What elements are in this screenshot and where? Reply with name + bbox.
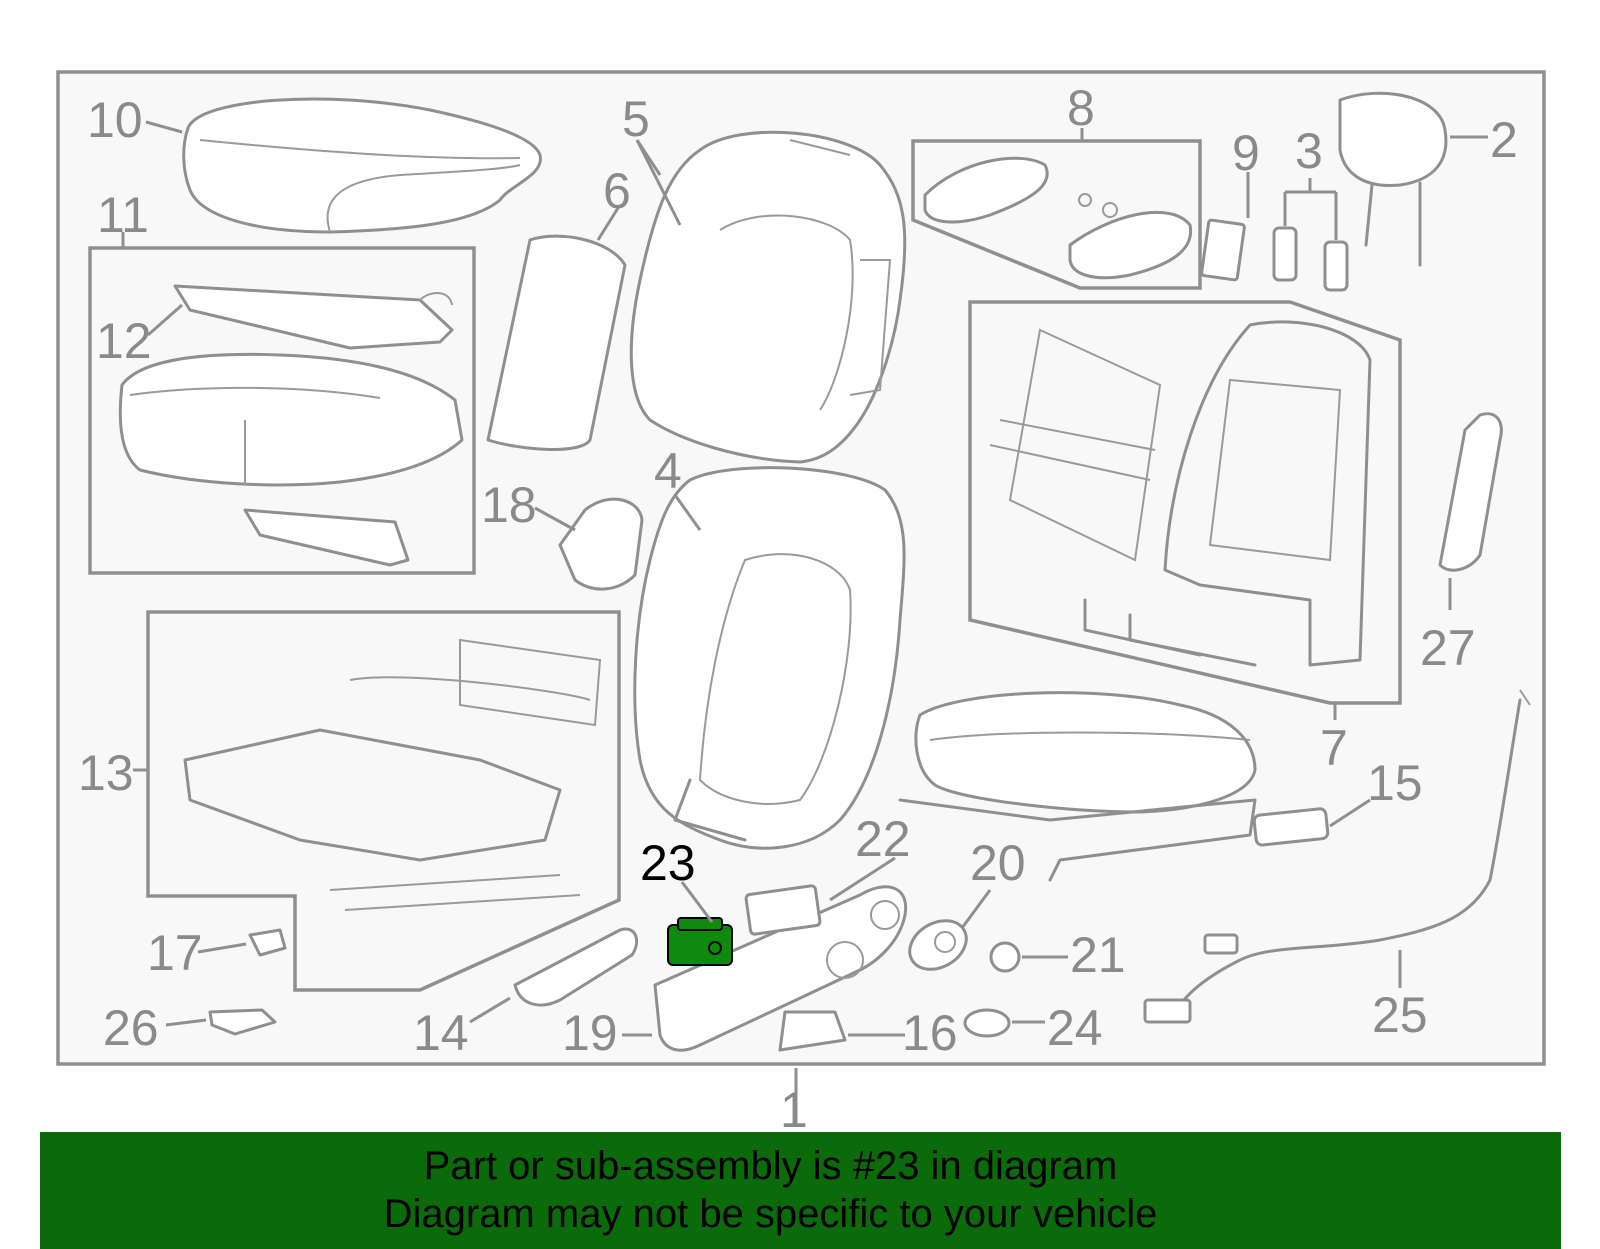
part-2-headrest — [1338, 91, 1448, 267]
box-8 — [911, 139, 1202, 290]
callout-11: 11 — [97, 187, 149, 243]
callout-22: 22 — [855, 811, 911, 867]
part-26 — [208, 1008, 277, 1036]
callout-19: 19 — [562, 1005, 618, 1061]
part-20-knob — [908, 919, 968, 971]
part-24 — [963, 1008, 1011, 1038]
box-13 — [146, 610, 621, 992]
part-10-seat-cover — [182, 97, 542, 234]
callout-2: 2 — [1490, 112, 1518, 168]
part-21 — [989, 941, 1021, 973]
banner-line-2: Diagram may not be specific to your vehi… — [383, 1192, 1158, 1236]
callout-24: 24 — [1047, 1000, 1103, 1056]
callout-20: 20 — [970, 835, 1026, 891]
callout-15: 15 — [1367, 755, 1423, 811]
callout-17: 17 — [147, 925, 203, 981]
callout-16: 16 — [902, 1005, 958, 1061]
box-11 — [88, 246, 476, 575]
part-16 — [778, 1010, 847, 1052]
callout-13: 13 — [78, 745, 134, 801]
banner-line-1: Part or sub-assembly is #23 in diagram — [423, 1144, 1118, 1188]
leader-lines — [121, 120, 1488, 1125]
callout-6: 6 — [603, 163, 631, 219]
callout-7: 7 — [1320, 720, 1348, 776]
part-8-armrest — [923, 156, 1193, 280]
callout-3: 3 — [1295, 123, 1323, 179]
part-18 — [558, 497, 644, 591]
callout-1: 1 — [780, 1082, 808, 1138]
callout-25: 25 — [1372, 987, 1428, 1043]
part-7-frame — [989, 320, 1372, 667]
part-12-pad — [173, 284, 454, 350]
part-11-cushion — [118, 352, 464, 567]
part-15 — [1252, 807, 1330, 847]
part-17 — [248, 928, 287, 957]
callout-18: 18 — [481, 477, 537, 533]
part-5-back-cover — [629, 130, 907, 464]
part-4-seat-back — [633, 466, 906, 850]
callout-21: 21 — [1070, 927, 1126, 983]
box-7 — [968, 300, 1402, 705]
callout-4: 4 — [654, 443, 682, 499]
info-banner: Part or sub-assembly is #23 in diagram D… — [40, 1132, 1561, 1249]
part-9 — [1200, 218, 1246, 282]
callout-14: 14 — [413, 1005, 469, 1061]
seat-cushion-assembly — [898, 691, 1257, 882]
callout-12: 12 — [96, 313, 152, 369]
part-13-seat-frame — [183, 638, 602, 911]
part-6-back-panel — [486, 234, 627, 451]
part-19-side-trim — [653, 885, 908, 1052]
callout-27: 27 — [1420, 620, 1476, 676]
callout-23: 23 — [640, 835, 696, 891]
part-23-switch-highlighted — [667, 917, 733, 966]
part-3-clips — [1272, 226, 1349, 292]
callout-10: 10 — [87, 92, 143, 148]
part-14 — [513, 927, 639, 1007]
part-25-wiring-harness — [1143, 689, 1531, 1024]
callout-9: 9 — [1232, 125, 1260, 181]
callout-8: 8 — [1067, 80, 1095, 136]
part-22-switch — [744, 884, 822, 936]
part-27 — [1438, 412, 1503, 572]
callout-5: 5 — [622, 91, 650, 147]
callout-26: 26 — [103, 1000, 159, 1056]
